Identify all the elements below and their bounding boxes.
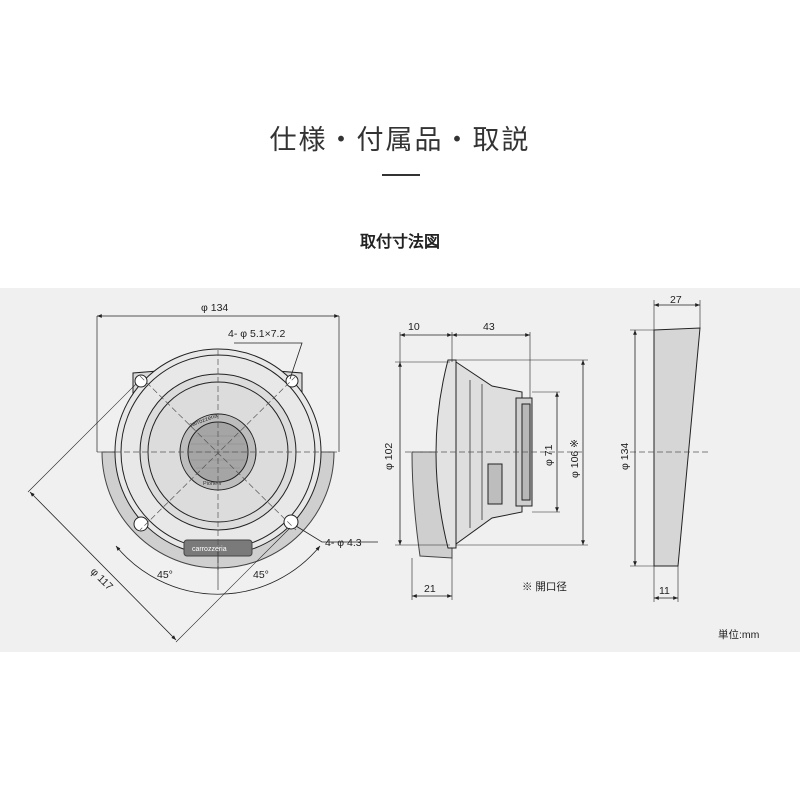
front-dim-angle-left: 45° (157, 569, 173, 581)
dim-line-117 (29, 491, 177, 641)
front-dim-117: φ 117 (88, 566, 115, 593)
side-dim-71: φ 71 (543, 444, 555, 466)
screw-hole-tl (134, 374, 148, 388)
title-divider (382, 174, 420, 176)
side-view (395, 332, 588, 600)
side-dim-21: 21 (424, 583, 436, 595)
grille-dim-11: 11 (659, 585, 670, 597)
unit-label: 単位:mm (718, 628, 760, 641)
grille-dim-27: 27 (670, 294, 682, 306)
leader-holes-bottom (295, 525, 378, 543)
side-dim-43: 43 (483, 321, 495, 333)
side-dim-10: 10 (408, 321, 420, 333)
front-dim-angle-right: 45° (253, 569, 269, 581)
screw-hole-br (283, 514, 299, 530)
grille-view (630, 300, 710, 602)
section-title: 取付寸法図 (359, 232, 440, 251)
side-terminal (487, 463, 503, 505)
side-dim-106: φ 106 ※ (569, 439, 581, 478)
front-brand-plate-text: carrozzeria (192, 546, 227, 553)
side-grille (435, 359, 457, 549)
front-dim-holes-bottom: 4- φ 4.3 (325, 537, 362, 549)
front-brand-sub: Pioneer (203, 481, 222, 487)
angle-arc-45 (115, 545, 321, 595)
side-basket (455, 361, 523, 545)
front-dim-134: φ 134 (201, 302, 228, 314)
front-view (27, 314, 378, 643)
side-dim-102: φ 102 (383, 443, 395, 470)
grille-dim-134: φ 134 (619, 443, 631, 470)
screw-hole-tr (285, 374, 299, 388)
front-dim-holes-top: 4- φ 5.1×7.2 (228, 328, 285, 340)
leader-holes-top (234, 342, 303, 380)
page-title: 仕様・付属品・取説 (269, 125, 531, 156)
side-note: ※ 開口径 (522, 580, 567, 593)
grille-profile (653, 327, 701, 567)
